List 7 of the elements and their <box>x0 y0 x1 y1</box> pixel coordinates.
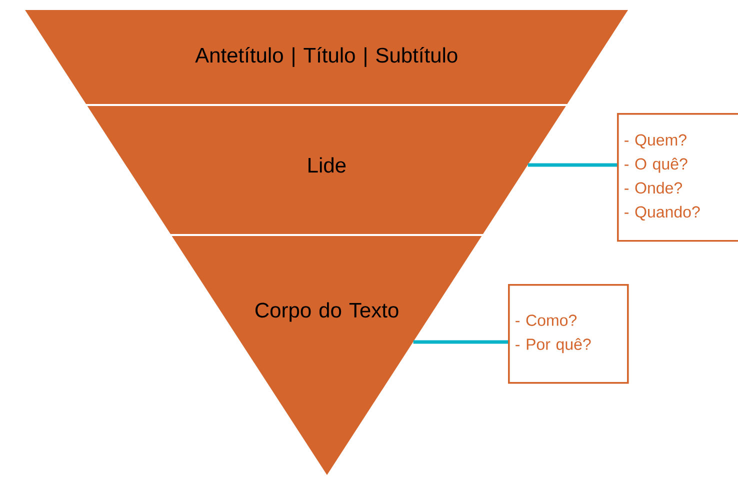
pyramid-segment: Lide <box>87 106 566 234</box>
pyramid-segment: Antetítulo | Título | Subtítulo <box>25 10 628 104</box>
question-box: - Quem? - O quê? - Onde? - Quando? <box>617 113 738 242</box>
connector-line <box>528 163 617 167</box>
connector-line <box>413 340 508 344</box>
pyramid-segment: Corpo do Texto <box>172 236 482 475</box>
question-box: - Como? - Por quê? <box>508 284 629 384</box>
